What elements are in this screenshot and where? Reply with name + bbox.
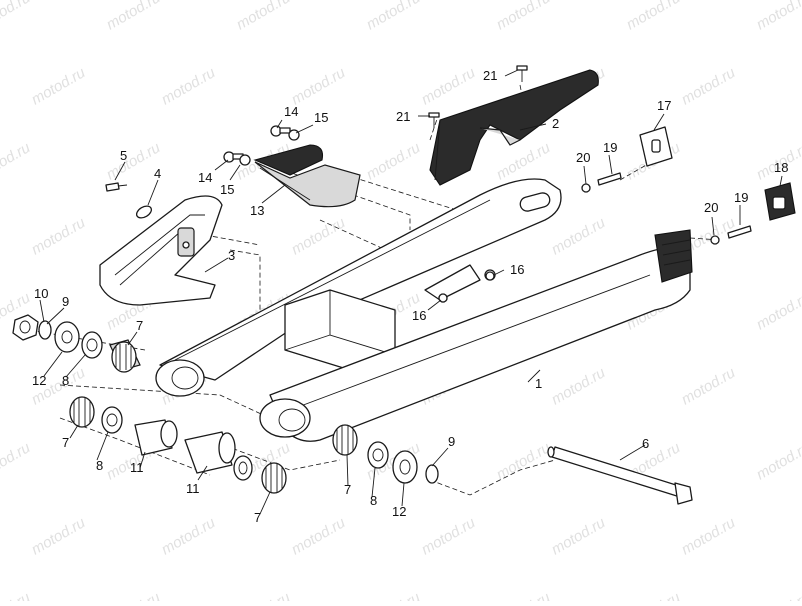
callout-c14a: 14 xyxy=(198,170,212,185)
callout-c20a: 20 xyxy=(576,150,590,165)
watermark-text: motod.ru xyxy=(679,64,739,109)
watermark-text: motod.ru xyxy=(289,214,349,259)
watermark-text: motod.ru xyxy=(0,589,34,601)
watermark-text: motod.ru xyxy=(104,589,164,601)
watermark-text: motod.ru xyxy=(364,589,424,601)
callout-c7c: 7 xyxy=(254,510,261,525)
watermark-text: motod.ru xyxy=(679,364,739,409)
watermark-text: motod.ru xyxy=(549,514,609,559)
watermark-text: motod.ru xyxy=(29,514,89,559)
watermark-text: motod.ru xyxy=(494,0,554,33)
watermark-text: motod.ru xyxy=(159,64,219,109)
callout-c5: 5 xyxy=(120,148,127,163)
callout-c9b: 9 xyxy=(62,294,69,309)
callout-c3: 3 xyxy=(228,248,235,263)
watermark-text: motod.ru xyxy=(494,589,554,601)
small-parts-4-5 xyxy=(106,183,153,220)
watermark-text: motod.ru xyxy=(289,514,349,559)
callout-c11b: 11 xyxy=(186,481,200,496)
callout-c7d: 7 xyxy=(344,482,351,497)
callout-c16b: 16 xyxy=(412,308,426,323)
callout-c9a: 9 xyxy=(448,434,455,449)
watermark-text: motod.ru xyxy=(494,439,554,484)
callout-c8a: 8 xyxy=(96,458,103,473)
watermark-text: motod.ru xyxy=(234,0,294,33)
nut-16-upper xyxy=(486,272,494,280)
pivot-hardware-lower-left xyxy=(70,397,286,493)
callout-c19b: 19 xyxy=(734,190,748,205)
callout-c4: 4 xyxy=(154,166,161,181)
callout-c14b: 14 xyxy=(284,104,298,119)
callout-c8b: 8 xyxy=(62,373,69,388)
watermark-text: motod.ru xyxy=(289,64,349,109)
watermark-text: motod.ru xyxy=(419,514,479,559)
watermark-text: motod.ru xyxy=(494,139,554,184)
callout-c2: 2 xyxy=(552,116,559,131)
watermark-text: motod.ru xyxy=(754,289,802,334)
watermark-text: motod.ru xyxy=(624,0,684,33)
chain-guide xyxy=(100,196,222,305)
watermark-text: motod.ru xyxy=(754,0,802,33)
callout-c19a: 19 xyxy=(603,140,617,155)
watermark-text: motod.ru xyxy=(0,439,34,484)
watermark-text: motod.ru xyxy=(624,589,684,601)
watermark-text: motod.ru xyxy=(754,439,802,484)
watermark-text: motod.ru xyxy=(104,0,164,33)
callout-c12b: 12 xyxy=(392,504,406,519)
watermark-text: motod.ru xyxy=(234,589,294,601)
callout-c13: 13 xyxy=(250,203,264,218)
callout-c1: 1 xyxy=(535,376,542,391)
callout-c16a: 16 xyxy=(510,262,524,277)
watermark-text: motod.ru xyxy=(364,0,424,33)
callout-c15b: 15 xyxy=(314,110,328,125)
callout-c8c: 8 xyxy=(370,493,377,508)
watermark-text: motod.ru xyxy=(29,64,89,109)
callout-c11a: 11 xyxy=(130,460,144,475)
callout-c12a: 12 xyxy=(32,373,46,388)
watermark-text: motod.ru xyxy=(549,214,609,259)
callout-c7a: 7 xyxy=(136,318,143,333)
watermark-text: motod.ru xyxy=(679,514,739,559)
callout-c10: 10 xyxy=(34,286,48,301)
watermark-text: motod.ru xyxy=(549,364,609,409)
watermark-text: motod.ru xyxy=(159,514,219,559)
watermark-text: motod.ru xyxy=(29,214,89,259)
watermark-text: motod.ru xyxy=(0,139,34,184)
watermark-text: motod.ru xyxy=(419,64,479,109)
watermark-text: motod.ru xyxy=(754,589,802,601)
callout-c21a: 21 xyxy=(483,68,497,83)
callout-c18: 18 xyxy=(774,160,788,175)
watermark-text: motod.ru xyxy=(364,139,424,184)
callout-c15a: 15 xyxy=(220,182,234,197)
callout-c6: 6 xyxy=(642,436,649,451)
callout-c7b: 7 xyxy=(62,435,69,450)
watermark-text: motod.ru xyxy=(0,0,34,33)
callout-c17: 17 xyxy=(657,98,671,113)
callout-c20b: 20 xyxy=(704,200,718,215)
callout-c21b: 21 xyxy=(396,109,410,124)
